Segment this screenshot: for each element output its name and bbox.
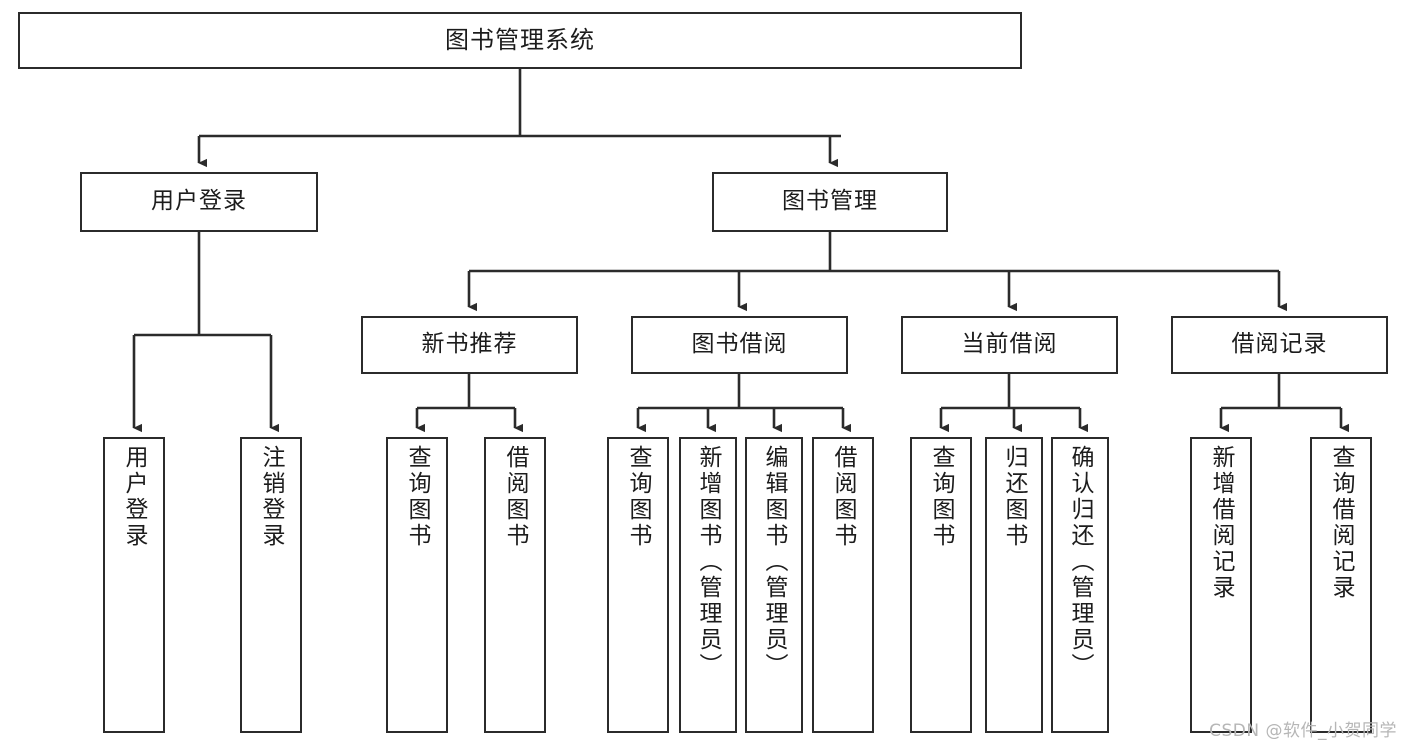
leaf-add-borrow-record[interactable]: 新增借阅记录 — [1190, 437, 1252, 733]
node-book-borrow[interactable]: 图书借阅 — [631, 316, 848, 374]
leaf-borrow-book-label: 借阅图书 — [830, 445, 857, 549]
leaf-borrow-book-recommend-label: 借阅图书 — [502, 445, 529, 549]
leaf-user-login[interactable]: 用户登录 — [103, 437, 165, 733]
csdn-watermark: CSDN @软件_小贺同学 — [1209, 721, 1397, 741]
leaf-borrow-book[interactable]: 借阅图书 — [812, 437, 874, 733]
leaf-edit-book-admin[interactable]: 编辑图书（管理员） — [745, 437, 803, 733]
leaf-confirm-return-admin[interactable]: 确认归还（管理员） — [1051, 437, 1109, 733]
leaf-user-logout-label: 注销登录 — [258, 445, 285, 549]
leaf-confirm-return-admin-label: 确认归还（管理员） — [1067, 445, 1094, 679]
leaf-user-login-label: 用户登录 — [121, 445, 148, 549]
leaf-query-book-recommend-label: 查询图书 — [404, 445, 431, 549]
leaf-query-borrow-record-label: 查询借阅记录 — [1328, 445, 1355, 601]
node-borrow-record-label: 借阅记录 — [1231, 331, 1328, 358]
node-current-borrow-label: 当前借阅 — [961, 331, 1058, 358]
leaf-return-book-label: 归还图书 — [1001, 445, 1028, 549]
node-root[interactable]: 图书管理系统 — [18, 12, 1022, 69]
leaf-add-borrow-record-label: 新增借阅记录 — [1208, 445, 1235, 601]
leaf-edit-book-admin-label: 编辑图书（管理员） — [761, 445, 788, 679]
leaf-add-book-admin-label: 新增图书（管理员） — [695, 445, 722, 679]
node-new-book-recommend[interactable]: 新书推荐 — [361, 316, 578, 374]
leaf-query-borrow-record[interactable]: 查询借阅记录 — [1310, 437, 1372, 733]
leaf-query-book-borrow[interactable]: 查询图书 — [607, 437, 669, 733]
node-user-login-label: 用户登录 — [151, 188, 247, 215]
node-book-management[interactable]: 图书管理 — [712, 172, 948, 232]
node-borrow-record[interactable]: 借阅记录 — [1171, 316, 1388, 374]
leaf-query-book-recommend[interactable]: 查询图书 — [386, 437, 448, 733]
leaf-query-book-current-label: 查询图书 — [928, 445, 955, 549]
leaf-return-book[interactable]: 归还图书 — [985, 437, 1043, 733]
leaf-borrow-book-recommend[interactable]: 借阅图书 — [484, 437, 546, 733]
node-root-label: 图书管理系统 — [445, 26, 595, 55]
node-current-borrow[interactable]: 当前借阅 — [901, 316, 1118, 374]
leaf-query-book-current[interactable]: 查询图书 — [910, 437, 972, 733]
leaf-add-book-admin[interactable]: 新增图书（管理员） — [679, 437, 737, 733]
leaf-query-book-borrow-label: 查询图书 — [625, 445, 652, 549]
node-new-book-recommend-label: 新书推荐 — [421, 331, 518, 358]
node-book-management-label: 图书管理 — [782, 188, 878, 215]
node-book-borrow-label: 图书借阅 — [691, 331, 788, 358]
node-user-login[interactable]: 用户登录 — [80, 172, 318, 232]
leaf-user-logout[interactable]: 注销登录 — [240, 437, 302, 733]
